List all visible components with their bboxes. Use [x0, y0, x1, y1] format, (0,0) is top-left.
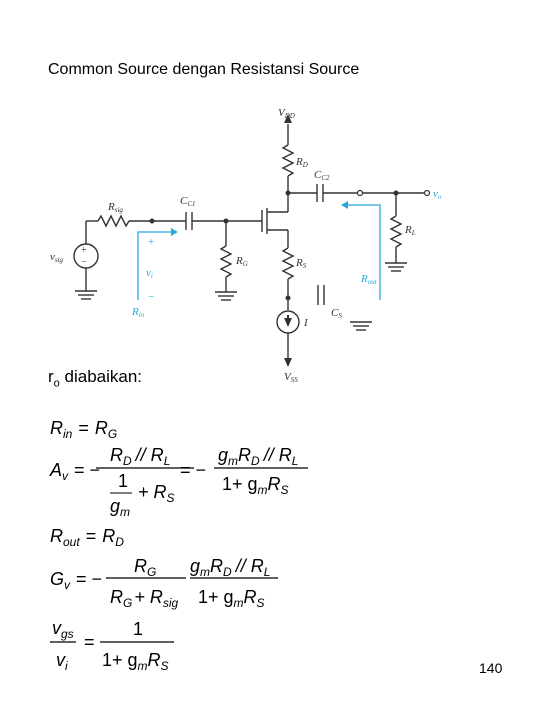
eq-vr-den: vi: [56, 650, 68, 673]
label-rin: Rin: [131, 306, 145, 319]
ground-symbols: [75, 262, 407, 331]
eq-vr-num: vgs: [52, 618, 74, 641]
note-text: diabaikan:: [59, 367, 143, 386]
resistor-rd: [281, 144, 295, 177]
eq-av-lhs: Av= −: [49, 460, 100, 483]
rin-arrow-icon: [171, 228, 178, 236]
eq-vr-eq: =: [84, 632, 95, 652]
eq-vr-one: 1: [133, 619, 143, 639]
note-r-sub: o: [53, 377, 60, 390]
label-cc1: CC1: [180, 195, 196, 208]
assumption-note: ro diabaikan:: [48, 367, 142, 389]
eq-rout: Rout=RD: [50, 526, 124, 549]
rout-indicator: [346, 204, 381, 300]
eq-av-den2: 1+ gmRS: [222, 474, 289, 497]
label-vsig: vsig: [50, 251, 64, 264]
rin-indicator: [137, 231, 172, 300]
node-dot: [285, 190, 291, 196]
eq-gv-lhs: Gv= −: [50, 569, 102, 592]
label-vo: vo: [433, 188, 442, 201]
eq-av-den1-plus: + RS: [138, 482, 175, 505]
label-cc2: CC2: [314, 169, 330, 182]
label-rout: Rout: [360, 273, 378, 286]
vss-arrow-icon: [284, 358, 292, 367]
label-current: I: [303, 317, 309, 329]
eq-gv-den2: 1+ gmRS: [198, 587, 265, 610]
node-dot: [285, 295, 291, 301]
current-arrow-icon: [284, 318, 292, 327]
terminal-node: [356, 189, 364, 197]
eq-av-den1-one: 1: [118, 471, 128, 491]
node-dot: [149, 218, 155, 224]
eq-gv-den1: RG+ Rsig: [110, 587, 179, 610]
eq-av-mid: = −: [180, 460, 206, 480]
eq-av-num2: gmRD// RL: [218, 445, 298, 468]
label-rd: RD: [295, 156, 308, 169]
eq-gv-num1: RG: [134, 556, 156, 579]
eq-rin: Rin=RG: [50, 418, 117, 441]
node-dot: [393, 190, 399, 196]
vdd-arrow-icon: [284, 114, 292, 123]
node-dot: [223, 218, 229, 224]
resistor-rsig: [97, 214, 130, 228]
page-number: 140: [479, 660, 503, 676]
eq-av-num1: RD// RL: [110, 445, 170, 468]
label-vss: VSS: [284, 371, 298, 384]
eq-av-den1-gm: gm: [110, 496, 130, 519]
resistor-rg: [219, 245, 233, 278]
eq-gv-num2: gmRD// RL: [190, 556, 270, 579]
label-vi-plus: +: [148, 236, 154, 248]
label-rs: RS: [295, 257, 307, 270]
resistor-rs: [281, 247, 295, 280]
output-terminal: [423, 189, 431, 197]
label-rg: RG: [235, 255, 248, 268]
label-vi-minus: −: [148, 291, 154, 303]
rout-arrow-icon: [341, 201, 348, 209]
note-r: r: [48, 367, 54, 386]
label-vi: vi: [146, 267, 153, 280]
slide-title: Common Source dengan Resistansi Source: [48, 61, 360, 78]
label-cs: CS: [331, 307, 342, 320]
resistor-rl: [389, 215, 403, 248]
eq-vr-den2: 1+ gmRS: [102, 650, 169, 673]
source-minus: −: [81, 257, 87, 268]
label-vdd: VDD: [278, 107, 295, 120]
label-rl: RL: [404, 224, 416, 237]
label-rsig: Rsig: [107, 201, 123, 214]
source-plus: +: [81, 245, 87, 256]
